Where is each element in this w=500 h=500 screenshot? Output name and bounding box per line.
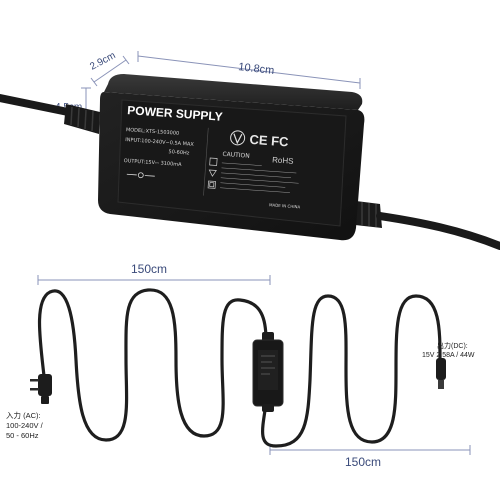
ce-fc-mark: CE FC <box>249 132 290 150</box>
adapter-small <box>252 332 284 412</box>
output-cable <box>261 294 442 448</box>
safety-icons <box>207 157 218 189</box>
input-cable <box>37 288 272 442</box>
dc-connector <box>436 358 446 389</box>
dimension-lines-top <box>81 51 361 125</box>
input-spec-voltage: 100-240V / <box>6 421 44 430</box>
input-spec-frequency: 50 - 60Hz <box>6 431 39 440</box>
label-caution: CAUTION <box>222 151 250 160</box>
input-spec-title: 入力 (AC): <box>6 410 41 420</box>
input-cable-length: 150cm <box>131 262 167 276</box>
cable-left-top <box>0 94 100 134</box>
polarity-icon <box>126 172 155 179</box>
label-input: INPUT:100-240V~0.5A MAX <box>125 137 195 148</box>
label-output: OUTPUT:15V⎓ 3100mA <box>124 158 183 168</box>
efficiency-mark-icon <box>230 130 246 146</box>
power-supply-title: POWER SUPPLY <box>127 103 223 124</box>
width-dimension-label: 10.8cm <box>238 61 275 77</box>
label-model: MODEL:XTS-1503000 <box>126 127 180 137</box>
input-spec: 入力 (AC): 100-240V / 50 - 60Hz <box>6 410 44 440</box>
output-cable-length: 150cm <box>345 455 381 469</box>
dimension-lines-bottom <box>37 275 471 455</box>
rohs-mark: RoHS <box>272 155 294 165</box>
output-spec: 出力(DC): 15V 2.58A / 44W <box>422 341 475 359</box>
ac-plug <box>30 374 52 404</box>
caution-fine-print <box>220 162 299 193</box>
label-made-in: MADE IN CHINA <box>269 202 301 209</box>
adapter-body <box>98 74 365 241</box>
output-spec-title: 出力(DC): <box>437 341 468 350</box>
adapter-label: POWER SUPPLY MODEL:XTS-1503000 INPUT:100… <box>124 103 301 209</box>
cable-right-top <box>346 200 500 250</box>
output-spec-value: 15V 2.58A / 44W <box>422 352 475 359</box>
label-frequency: 50-60Hz <box>168 149 190 156</box>
